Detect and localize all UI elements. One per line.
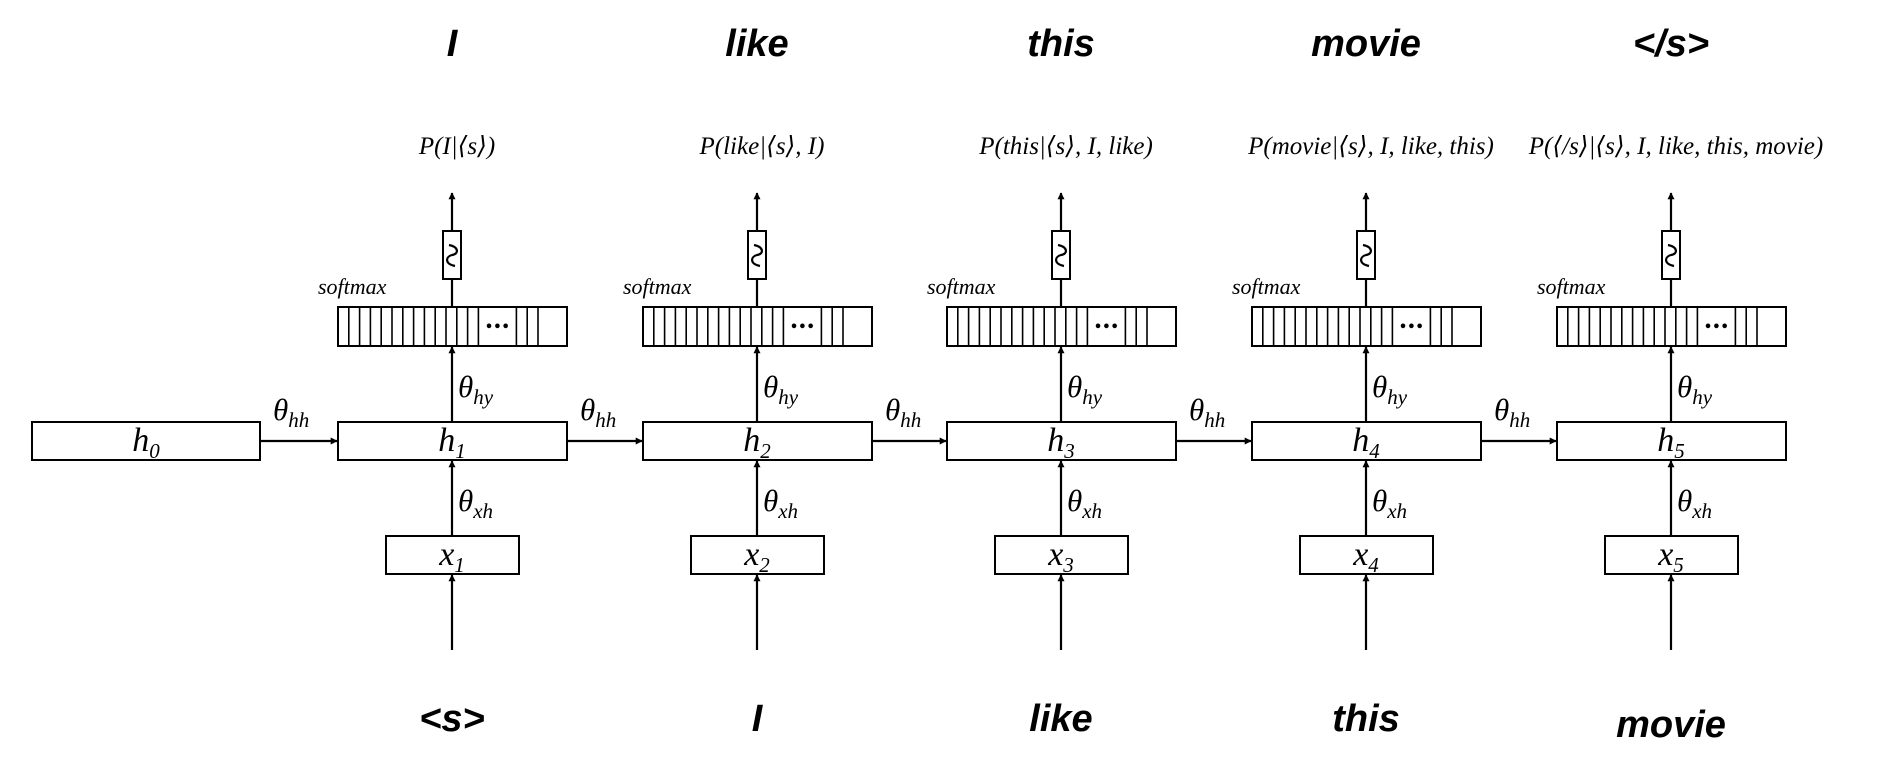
input-box-x5 bbox=[1604, 535, 1739, 575]
time-step-1: I P(I|⟨s⟩) softmax ••• θhy h1 θhh θxh x1 <s> bbox=[260, 23, 568, 740]
hidden-label-h0: h0 bbox=[132, 422, 160, 463]
input-label-x5: x5 bbox=[1657, 536, 1684, 577]
probability-label: P(this|⟨s⟩, I, like) bbox=[978, 133, 1153, 160]
softmax-box bbox=[946, 306, 1177, 347]
hidden-box-h3 bbox=[946, 421, 1177, 461]
theta-hy-label: θhy bbox=[1372, 369, 1408, 409]
input-label-x4: x4 bbox=[1352, 536, 1379, 577]
probability-label: P(like|⟨s⟩, I) bbox=[699, 133, 825, 160]
input-word: like bbox=[1029, 698, 1092, 740]
softmax-vector: ••• bbox=[1251, 306, 1482, 347]
output-word: I bbox=[447, 23, 459, 65]
input-word: this bbox=[1332, 698, 1400, 740]
tilde-icon bbox=[446, 243, 458, 268]
input-box-x1 bbox=[385, 535, 520, 575]
softmax-ellipsis: ••• bbox=[1399, 320, 1424, 335]
output-word: this bbox=[1027, 23, 1095, 65]
input-label-x2: x2 bbox=[743, 536, 770, 577]
hidden-box-h5 bbox=[1556, 421, 1787, 461]
softmax-box bbox=[642, 306, 873, 347]
hidden-box-h4 bbox=[1251, 421, 1482, 461]
theta-xh-label: θxh bbox=[763, 483, 798, 523]
theta-hh-label: θhh bbox=[580, 392, 616, 432]
softmax-ellipsis: ••• bbox=[1704, 320, 1729, 335]
tilde-icon bbox=[1360, 243, 1372, 268]
hidden-box-h0 bbox=[31, 421, 261, 461]
theta-xh-label: θxh bbox=[1372, 483, 1407, 523]
theta-hh-label: θhh bbox=[1189, 392, 1225, 432]
softmax-ellipsis: ••• bbox=[1094, 320, 1119, 335]
theta-hy-label: θhy bbox=[763, 369, 799, 409]
softmax-vector: ••• bbox=[946, 306, 1177, 347]
softmax-label: softmax bbox=[318, 274, 387, 299]
input-box-x2 bbox=[690, 535, 825, 575]
hidden-label-h1: h1 bbox=[438, 422, 466, 463]
softmax-box bbox=[1251, 306, 1482, 347]
tilde-icon bbox=[1665, 243, 1677, 268]
time-step-5: </s> P(⟨/s⟩|⟨s⟩, I, like, this, movie) sof… bbox=[1481, 23, 1823, 746]
output-word: movie bbox=[1311, 23, 1421, 65]
softmax-box bbox=[1556, 306, 1787, 347]
softmax-label: softmax bbox=[623, 274, 692, 299]
theta-hy-label: θhy bbox=[1677, 369, 1713, 409]
theta-hy-label: θhy bbox=[458, 369, 494, 409]
theta-xh-label: θxh bbox=[1067, 483, 1102, 523]
hidden-state-h0: h0 bbox=[31, 421, 261, 463]
input-word: <s> bbox=[419, 698, 485, 740]
output-word: </s> bbox=[1633, 23, 1709, 65]
softmax-label: softmax bbox=[927, 274, 996, 299]
hidden-box-h2 bbox=[642, 421, 873, 461]
hidden-label-h5: h5 bbox=[1657, 422, 1685, 463]
hidden-box-h1 bbox=[337, 421, 568, 461]
theta-hh-label: θhh bbox=[273, 392, 309, 432]
softmax-vector: ••• bbox=[1556, 306, 1787, 347]
input-box-x3 bbox=[994, 535, 1129, 575]
softmax-label: softmax bbox=[1537, 274, 1606, 299]
theta-xh-label: θxh bbox=[458, 483, 493, 523]
hidden-label-h3: h3 bbox=[1047, 422, 1075, 463]
tilde-icon bbox=[751, 243, 763, 268]
probability-label: P(I|⟨s⟩) bbox=[418, 133, 495, 160]
probability-label: P(⟨/s⟩|⟨s⟩, I, like, this, movie) bbox=[1528, 133, 1823, 160]
input-word: movie bbox=[1616, 704, 1726, 746]
softmax-vector: ••• bbox=[337, 306, 568, 347]
input-label-x3: x3 bbox=[1047, 536, 1074, 577]
probability-label: P(movie|⟨s⟩, I, like, this) bbox=[1247, 133, 1494, 160]
softmax-ellipsis: ••• bbox=[485, 320, 510, 335]
softmax-vector: ••• bbox=[642, 306, 873, 347]
hidden-label-h2: h2 bbox=[743, 422, 771, 463]
softmax-ellipsis: ••• bbox=[790, 320, 815, 335]
theta-hy-label: θhy bbox=[1067, 369, 1103, 409]
input-label-x1: x1 bbox=[438, 536, 465, 577]
theta-hh-label: θhh bbox=[1494, 392, 1530, 432]
output-word: like bbox=[725, 23, 788, 65]
hidden-label-h4: h4 bbox=[1352, 422, 1380, 463]
softmax-box bbox=[337, 306, 568, 347]
input-box-x4 bbox=[1299, 535, 1434, 575]
softmax-label: softmax bbox=[1232, 274, 1301, 299]
tilde-icon bbox=[1055, 243, 1067, 268]
theta-xh-label: θxh bbox=[1677, 483, 1712, 523]
theta-hh-label: θhh bbox=[885, 392, 921, 432]
input-word: I bbox=[752, 698, 764, 740]
